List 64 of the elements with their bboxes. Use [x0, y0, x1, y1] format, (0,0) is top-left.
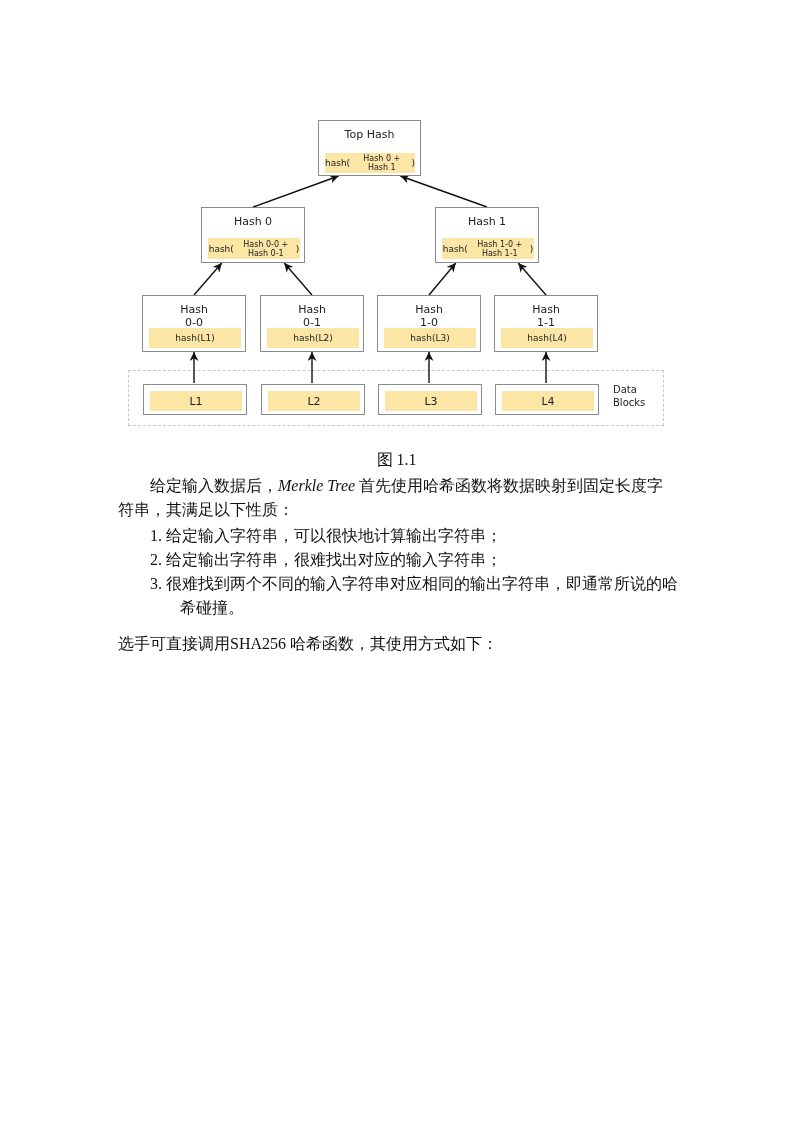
data-block: [150, 391, 242, 411]
arrow: [193, 262, 223, 296]
arrow: [517, 262, 547, 296]
list-item: 1. 给定输入字符串，可以很快地计算输出字符串；: [150, 526, 503, 546]
data-block: [385, 391, 477, 411]
arrow: [307, 351, 317, 384]
hash-node-box: [494, 295, 598, 352]
formula-operands: Hash 0 + Hash 1: [362, 154, 402, 172]
node-title: Hash 0-0: [179, 303, 209, 329]
block-label: L2: [307, 394, 321, 408]
arrow: [541, 351, 551, 384]
formula-text: ): [529, 243, 534, 254]
region-label: Data Blocks: [613, 383, 647, 409]
hash-formula-box: [384, 328, 476, 348]
arrow: [399, 174, 488, 208]
node-title: Hash 1-1: [531, 303, 561, 329]
block-label: L3: [424, 394, 438, 408]
hash-node-box: [260, 295, 364, 352]
list-item: 3. 很难找到两个不同的输入字符串对应相同的输出字符串，即通常所说的哈希碰撞。: [150, 574, 678, 618]
arrow: [283, 262, 313, 296]
hash-node-box: [435, 207, 539, 263]
hash-formula-box: [501, 328, 593, 348]
formula-text: ): [295, 243, 300, 254]
formula-text: hash(L2): [293, 333, 333, 343]
node-title: Hash 1: [467, 215, 507, 228]
hash-formula-box: [442, 238, 534, 259]
hash-node-box: [318, 120, 421, 176]
hash-node-box: [201, 207, 305, 263]
data-block: [502, 391, 594, 411]
paragraph: 选手可直接调用SHA256 哈希函数，其使用方式如下：: [118, 634, 499, 654]
formula-text: hash(L1): [175, 333, 215, 343]
arrow: [252, 174, 340, 208]
formula-operands: Hash 0-0 + Hash 0-1: [242, 239, 290, 258]
hash-node-box: [142, 295, 246, 352]
hash-formula-box: [267, 328, 359, 348]
data-blocks-region: [128, 370, 664, 426]
formula-text: hash(: [325, 158, 351, 168]
list-item: 2. 给定输出字符串，很难找出对应的输入字符串；: [150, 550, 503, 570]
hash-formula-box: [325, 153, 415, 173]
formula-text: hash(: [442, 243, 468, 254]
formula-text: hash(: [208, 243, 234, 254]
node-title: Hash 1-0: [414, 303, 444, 329]
arrow: [189, 351, 199, 384]
figure-caption: 图 1.1: [375, 450, 418, 470]
formula-text: hash(L4): [527, 333, 567, 343]
node-title: Hash 0-1: [297, 303, 327, 329]
data-block-box: [378, 384, 482, 415]
hash-formula-box: [149, 328, 241, 348]
arrow: [428, 262, 457, 296]
paragraph: 给定输入数据后，Merkle Tree 首先使用哈希函数将数据映射到固定长度字符串，其满足以下性质：: [118, 476, 665, 520]
data-block-box: [495, 384, 599, 415]
node-title: Top Hash: [343, 128, 396, 141]
data-block-box: [143, 384, 247, 415]
data-block-box: [261, 384, 365, 415]
hash-node-box: [377, 295, 481, 352]
block-label: L4: [541, 394, 555, 408]
formula-text: hash(L3): [410, 333, 450, 343]
formula-text: ): [411, 158, 415, 168]
formula-operands: Hash 1-0 + Hash 1-1: [476, 239, 524, 258]
data-block: [268, 391, 360, 411]
arrow: [424, 351, 434, 384]
block-label: L1: [189, 394, 203, 408]
node-title: Hash 0: [233, 215, 273, 228]
hash-formula-box: [208, 238, 300, 259]
